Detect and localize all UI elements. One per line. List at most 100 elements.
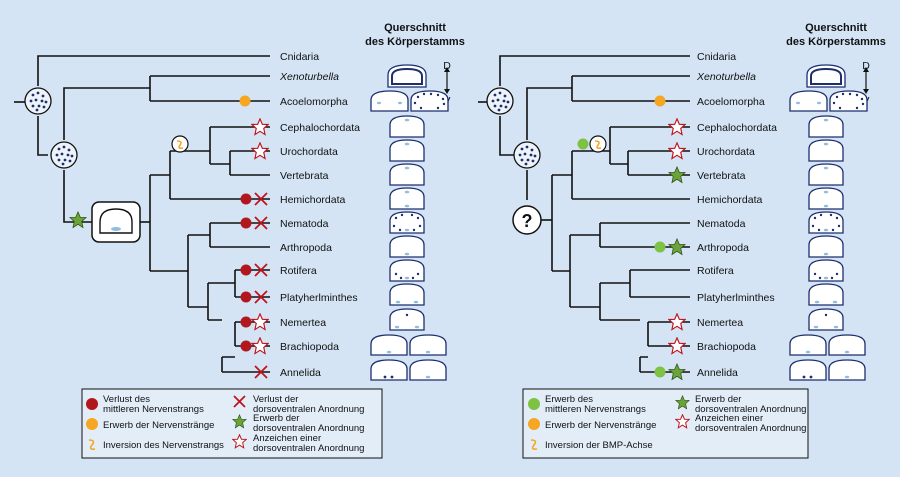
left-sign-dv-star xyxy=(251,337,269,355)
right-legend: Erwerb des mittleren Nervenstrangs Erwer… xyxy=(522,388,809,459)
right-taxon-labels: Cnidaria Xenoturbella Acoelomorpha Cepha… xyxy=(696,51,777,379)
cross-section-acoelomorpha-2 xyxy=(829,90,868,112)
right-taxon: Acoelomorpha xyxy=(697,96,765,108)
right-sign-dv-star xyxy=(668,118,686,136)
legend-text: Verlust der xyxy=(253,394,298,405)
legend-text: dorsoventralen Anordnung xyxy=(253,443,364,454)
cross-section-xenoturbella xyxy=(387,64,427,88)
cross-section-acoelomorpha-2 xyxy=(410,90,449,112)
left-gain-dv-star xyxy=(69,211,87,229)
cross-section-annelida-1 xyxy=(370,359,408,381)
left-taxon: Xenoturbella xyxy=(279,71,339,83)
right-gain-dv-star xyxy=(668,238,686,256)
legend-text: dorsoventralen Anordnung xyxy=(695,423,806,434)
legend-text: Inversion des Nervenstrangs xyxy=(103,440,224,451)
legend-text: Erwerb der xyxy=(695,394,741,405)
cross-section-platyhelminthes xyxy=(808,283,844,306)
right-taxon: Cephalochordata xyxy=(697,122,777,134)
cross-section-arthropoda xyxy=(808,235,844,258)
legend-text: Inversion der BMP-Achse xyxy=(545,440,653,451)
left-bilateria-node xyxy=(50,141,78,169)
left-markers xyxy=(240,118,269,379)
cross-section-nematoda xyxy=(808,211,844,234)
cross-section-nematoda xyxy=(389,211,425,234)
right-taxon: Hemichordata xyxy=(697,194,763,206)
right-taxon: Nematoda xyxy=(697,218,746,230)
legend-loss-dot xyxy=(86,398,98,410)
left-taxon: Arthropoda xyxy=(280,242,332,254)
legend-text: mittleren Nervenstrangs xyxy=(103,404,204,415)
legend-inversion-icon xyxy=(530,439,538,450)
right-cross-sections xyxy=(789,64,868,381)
left-loss-dot xyxy=(240,316,252,328)
right-taxon: Cnidaria xyxy=(697,51,736,63)
right-gain-cord-dot xyxy=(654,241,666,253)
cross-section-nemertea xyxy=(808,308,844,331)
left-taxon: Nemertea xyxy=(280,317,326,329)
left-root-node xyxy=(24,87,52,115)
cross-section-rotifera xyxy=(808,259,844,282)
left-taxon: Hemichordata xyxy=(280,194,346,206)
cross-section-brachiopoda-1 xyxy=(370,334,408,356)
right-header-line1: Querschnitt xyxy=(805,22,867,34)
legend-cross-icon xyxy=(233,395,246,408)
legend-orange-dot xyxy=(528,418,540,430)
left-taxon-labels: Cnidaria Xenoturbella Acoelomorpha Cepha… xyxy=(279,51,360,379)
left-loss-dot xyxy=(240,340,252,352)
legend-text: dorsoventralen Anordnung xyxy=(695,404,806,415)
left-loss-dv-cross xyxy=(254,192,268,206)
cross-section-annelida-2 xyxy=(409,359,447,381)
right-inversion-node xyxy=(589,135,607,153)
left-sign-dv-star xyxy=(251,118,269,136)
cross-section-annelida-1 xyxy=(789,359,827,381)
left-header-line2: des Körperstamms xyxy=(365,36,465,48)
cross-section-hemichordata xyxy=(808,187,844,210)
right-sign-dv-star xyxy=(668,142,686,160)
legend-text: Erwerb der Nervenstränge xyxy=(103,420,214,431)
cross-section-nemertea xyxy=(389,308,425,331)
right-taxon: Brachiopoda xyxy=(697,341,756,353)
right-taxon: Arthropoda xyxy=(697,242,749,254)
cross-section-urochordata xyxy=(808,139,844,162)
right-nodes: ? xyxy=(486,87,666,235)
left-taxon: Annelida xyxy=(280,367,321,379)
left-taxon: Cnidaria xyxy=(280,51,319,63)
legend-inversion-icon xyxy=(88,439,96,450)
cross-section-arthropoda xyxy=(389,235,425,258)
right-axis-d: D xyxy=(862,60,870,72)
legend-text: Verlust des xyxy=(103,394,150,405)
left-acoel-orange-dot xyxy=(239,95,251,107)
right-bilateria-node xyxy=(513,141,541,169)
left-loss-dv-cross xyxy=(254,216,268,230)
cross-section-hemichordata xyxy=(389,187,425,210)
question-mark: ? xyxy=(522,211,533,231)
left-sign-dv-star xyxy=(251,313,269,331)
cross-section-platyhelminthes xyxy=(389,283,425,306)
left-taxon: Rotifera xyxy=(280,265,317,277)
left-inversion-node xyxy=(171,135,189,153)
left-taxon: Platyherlminthes xyxy=(280,292,358,304)
left-panel: Querschnitt des Körperstamms D V xyxy=(14,22,465,459)
left-loss-dv-cross xyxy=(254,365,268,379)
left-loss-dot xyxy=(240,291,252,303)
legend-text: Anzeichen einer xyxy=(695,413,763,424)
left-loss-dv-cross xyxy=(254,263,268,277)
right-taxon: Rotifera xyxy=(697,265,734,277)
right-gain-dv-star xyxy=(668,363,686,381)
right-panel: Querschnitt des Körperstamms D V xyxy=(478,22,886,459)
legend-text: dorsoventralen Anordnung xyxy=(253,423,364,434)
cross-section-brachiopoda-2 xyxy=(828,334,866,356)
right-taxon: Annelida xyxy=(697,367,738,379)
legend-orange-dot xyxy=(86,418,98,430)
cross-section-cephalochordata xyxy=(808,115,844,138)
right-taxon: Nemertea xyxy=(697,317,743,329)
cross-section-xenoturbella xyxy=(806,64,846,88)
left-taxon: Vertebrata xyxy=(280,170,329,182)
left-legend: Verlust des mittleren Nervenstrangs Erwe… xyxy=(81,388,383,459)
left-taxon: Acoelomorpha xyxy=(280,96,348,108)
right-sign-dv-star xyxy=(668,313,686,331)
cross-section-rotifera xyxy=(389,259,425,282)
left-loss-dv-cross xyxy=(254,290,268,304)
right-sign-dv-star xyxy=(668,337,686,355)
